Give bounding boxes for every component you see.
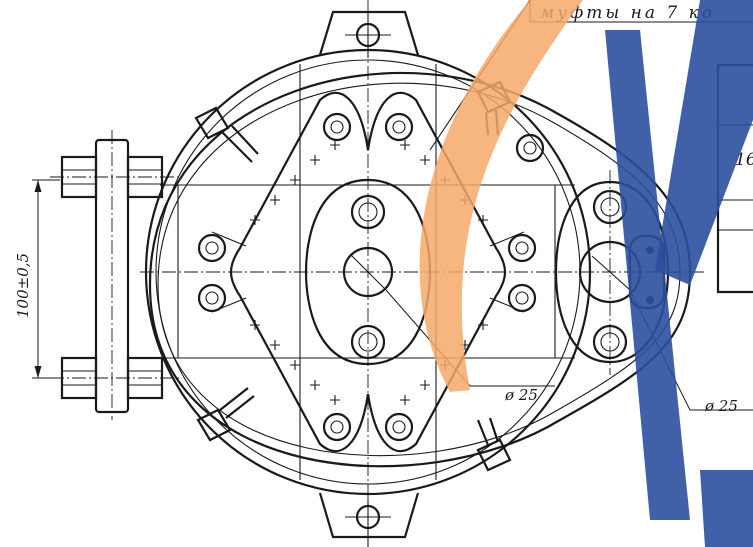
plate-bolts <box>197 112 545 442</box>
cross-plate <box>211 91 525 453</box>
dim-100-label: 100±0,5 <box>14 253 32 318</box>
watermark <box>419 0 753 547</box>
note-text: муфты на 7 ко <box>540 3 715 23</box>
dim-100: 100±0,5 <box>14 179 60 379</box>
dim-dia-left-label: ø 25 <box>504 386 538 404</box>
dim-dia-right-label: ø 25 <box>704 397 738 415</box>
left-flange <box>50 130 180 420</box>
dim-dia-left: ø 25 <box>385 289 555 404</box>
bottom-lug <box>318 492 420 547</box>
